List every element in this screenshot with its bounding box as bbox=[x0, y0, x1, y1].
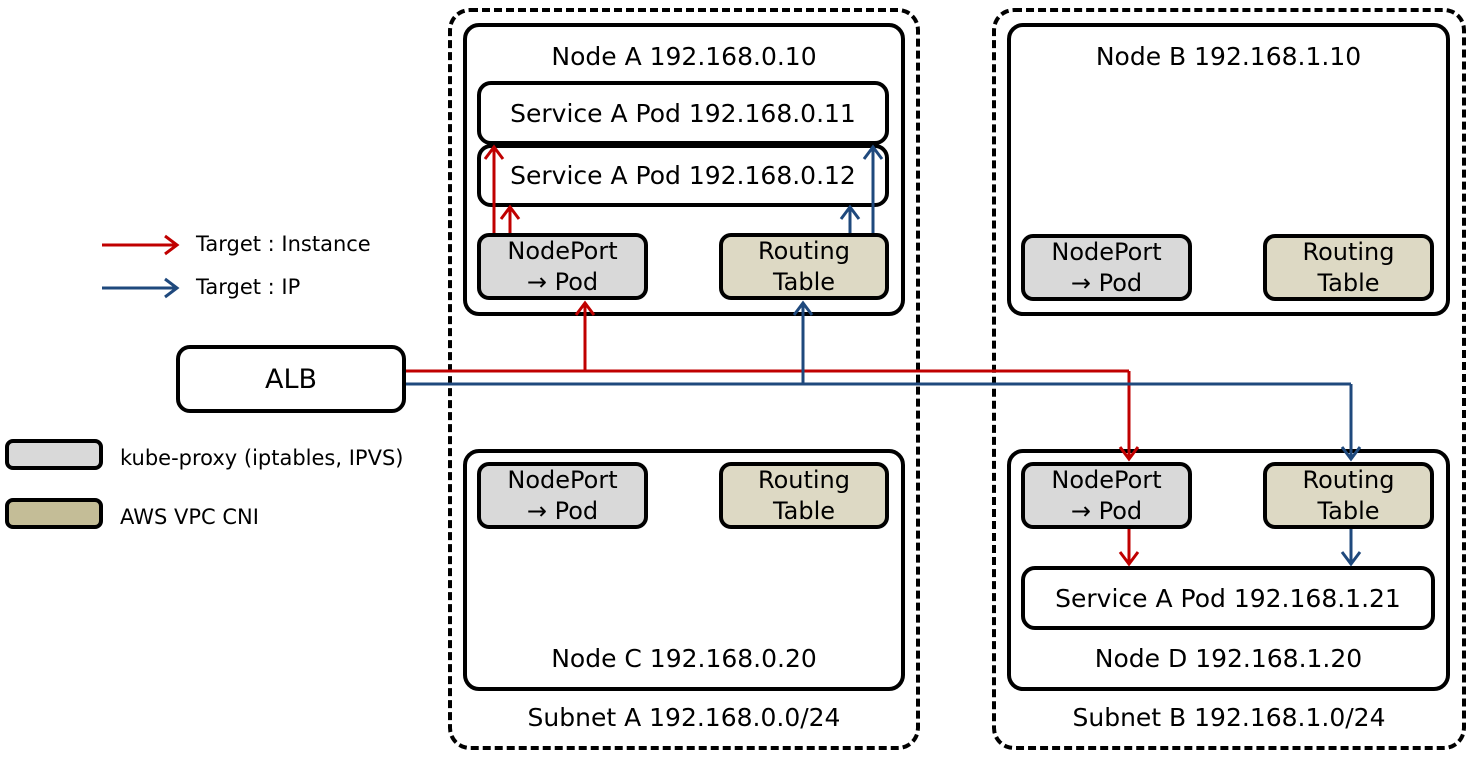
nodeport-line2: → Pod bbox=[526, 496, 599, 525]
legend-instance-label: Target : Instance bbox=[196, 232, 371, 256]
alb-label: ALB bbox=[264, 363, 318, 395]
node-c-label: Node C 192.168.0.20 bbox=[551, 644, 817, 673]
nodeport-line1: NodePort bbox=[507, 236, 618, 265]
legend-vpc-cni-swatch bbox=[5, 498, 103, 529]
nodeport-line1: NodePort bbox=[1051, 237, 1162, 266]
node-d-routing-table: Routing Table bbox=[1263, 462, 1434, 529]
subnet-b-label: Subnet B 192.168.1.0/24 bbox=[1072, 703, 1386, 732]
pod-label: Service A Pod 192.168.1.21 bbox=[1055, 583, 1401, 613]
routing-line1: Routing bbox=[757, 465, 850, 494]
node-b-label: Node B 192.168.1.10 bbox=[1095, 42, 1362, 71]
routing-line1: Routing bbox=[1302, 465, 1395, 494]
node-c-nodeport: NodePort → Pod bbox=[477, 462, 648, 529]
pod-label: Service A Pod 192.168.0.11 bbox=[510, 98, 856, 128]
alb-box: ALB bbox=[176, 345, 406, 413]
pod-192-168-0-11: Service A Pod 192.168.0.11 bbox=[477, 81, 889, 145]
node-c-routing-table: Routing Table bbox=[719, 462, 889, 529]
routing-line2: Table bbox=[772, 267, 836, 296]
legend-ip-label: Target : IP bbox=[196, 275, 301, 299]
legend-ip-arrow bbox=[102, 277, 180, 299]
routing-line2: Table bbox=[1317, 268, 1380, 297]
legend-kube-proxy-label: kube-proxy (iptables, IPVS) bbox=[120, 446, 404, 470]
routing-line2: Table bbox=[1317, 496, 1380, 525]
nodeport-line2: → Pod bbox=[1070, 496, 1143, 525]
pod-label: Service A Pod 192.168.0.12 bbox=[510, 161, 856, 190]
nodeport-line2: → Pod bbox=[526, 267, 599, 296]
node-a-label: Node A 192.168.0.10 bbox=[551, 42, 817, 71]
node-a-nodeport: NodePort → Pod bbox=[477, 233, 648, 300]
nodeport-line2: → Pod bbox=[1070, 268, 1143, 297]
pod-192-168-1-21: Service A Pod 192.168.1.21 bbox=[1021, 566, 1435, 630]
subnet-a bbox=[448, 8, 920, 750]
routing-line1: Routing bbox=[757, 236, 850, 265]
nodeport-line1: NodePort bbox=[1051, 465, 1162, 494]
node-d-nodeport: NodePort → Pod bbox=[1021, 462, 1192, 529]
legend-kube-proxy-swatch bbox=[5, 439, 103, 470]
subnet-a-label: Subnet A 192.168.0.0/24 bbox=[527, 703, 841, 732]
subnet-b bbox=[992, 8, 1466, 750]
node-a-routing-table: Routing Table bbox=[719, 233, 889, 300]
nodeport-line1: NodePort bbox=[507, 465, 618, 494]
node-b-routing-table: Routing Table bbox=[1263, 234, 1434, 301]
routing-line2: Table bbox=[772, 496, 836, 525]
pod-192-168-0-12: Service A Pod 192.168.0.12 bbox=[477, 144, 889, 207]
routing-line1: Routing bbox=[1302, 237, 1395, 266]
node-b-nodeport: NodePort → Pod bbox=[1021, 234, 1192, 301]
legend-vpc-cni-label: AWS VPC CNI bbox=[120, 505, 259, 529]
legend-instance-arrow bbox=[102, 234, 180, 256]
node-d-label: Node D 192.168.1.20 bbox=[1094, 644, 1363, 673]
